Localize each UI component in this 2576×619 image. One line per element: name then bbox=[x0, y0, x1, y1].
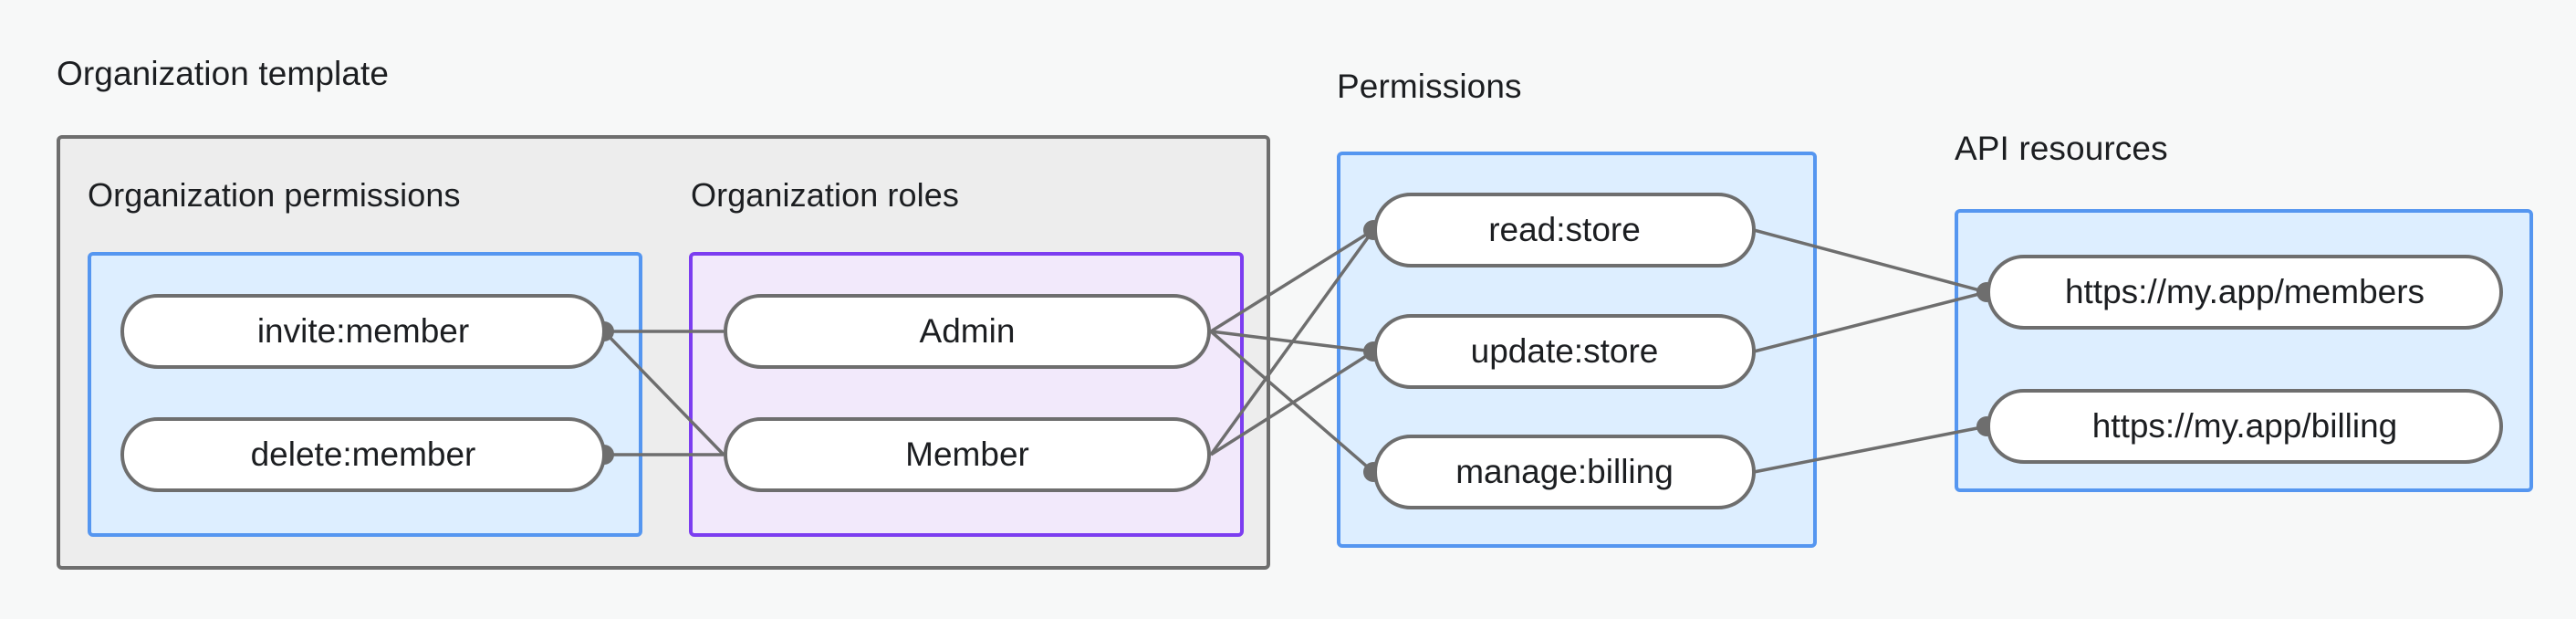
node-admin[interactable]: Admin bbox=[724, 294, 1211, 369]
node-invite-member[interactable]: invite:member bbox=[120, 294, 606, 369]
node-manage-billing[interactable]: manage:billing bbox=[1373, 435, 1756, 509]
node-read-store[interactable]: read:store bbox=[1373, 193, 1756, 268]
group-label-permissions: Permissions bbox=[1337, 68, 1522, 105]
node-update-store[interactable]: update:store bbox=[1373, 314, 1756, 389]
node-delete-member[interactable]: delete:member bbox=[120, 417, 606, 492]
node-members-url[interactable]: https://my.app/members bbox=[1987, 255, 2503, 330]
group-label-organization-template: Organization template bbox=[57, 55, 390, 92]
group-label-organization-permissions: Organization permissions bbox=[88, 176, 461, 214]
group-label-organization-roles: Organization roles bbox=[691, 176, 959, 214]
node-member[interactable]: Member bbox=[724, 417, 1211, 492]
node-billing-url[interactable]: https://my.app/billing bbox=[1987, 389, 2503, 464]
group-label-api-resources: API resources bbox=[1955, 130, 2168, 167]
